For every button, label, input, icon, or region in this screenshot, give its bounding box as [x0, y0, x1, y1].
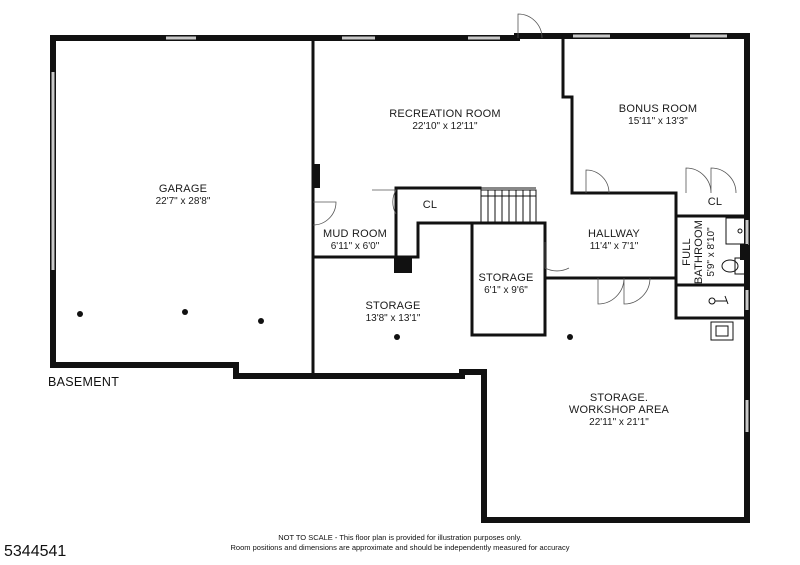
storage-main-name: STORAGE	[366, 300, 421, 312]
bathroom-fixtures	[708, 217, 746, 341]
bath-dims: 5'9" x 8'10"	[706, 227, 717, 277]
storage-small-dims: 6'1" x 9'6"	[484, 285, 528, 296]
bath-name-line2: BATHROOM	[693, 220, 705, 284]
recreation-dims: 22'10" x 12'11"	[412, 121, 478, 132]
room-labels: GARAGE 22'7" x 28'8" RECREATION ROOM 22'…	[156, 103, 722, 428]
hallway-dims: 11'4" x 7'1"	[590, 241, 639, 252]
recreation-name: RECREATION ROOM	[389, 108, 501, 120]
storage-main-dims: 13'8" x 13'1"	[366, 313, 421, 324]
level-label: BASEMENT	[48, 375, 120, 389]
closet-2-name: CL	[708, 196, 722, 208]
bonus-name: BONUS ROOM	[619, 103, 697, 115]
garage-name: GARAGE	[159, 183, 207, 195]
bath-name-line1: FULL	[681, 238, 693, 266]
closet-1-name: CL	[423, 199, 437, 211]
listing-id: 5344541	[4, 543, 67, 560]
workshop-name-line1: STORAGE.	[590, 392, 648, 404]
disclaimer-line-2: Room positions and dimensions are approx…	[230, 543, 570, 552]
support-posts	[77, 309, 573, 340]
doors	[312, 13, 737, 305]
storage-small-name: STORAGE	[479, 272, 534, 284]
mudroom-name: MUD ROOM	[323, 228, 387, 240]
workshop-name-line2: WORKSHOP AREA	[569, 404, 670, 416]
workshop-dims: 22'11" x 21'1"	[589, 417, 649, 428]
bonus-dims: 15'11" x 13'3"	[628, 116, 688, 127]
windows	[51, 34, 749, 432]
disclaimer-line-1: NOT TO SCALE - This floor plan is provid…	[278, 533, 522, 542]
garage-dims: 22'7" x 28'8"	[156, 196, 211, 207]
hallway-name: HALLWAY	[588, 228, 640, 240]
mudroom-dims: 6'11" x 6'0"	[331, 241, 380, 252]
stairs	[480, 189, 537, 223]
interior-walls	[311, 34, 749, 378]
